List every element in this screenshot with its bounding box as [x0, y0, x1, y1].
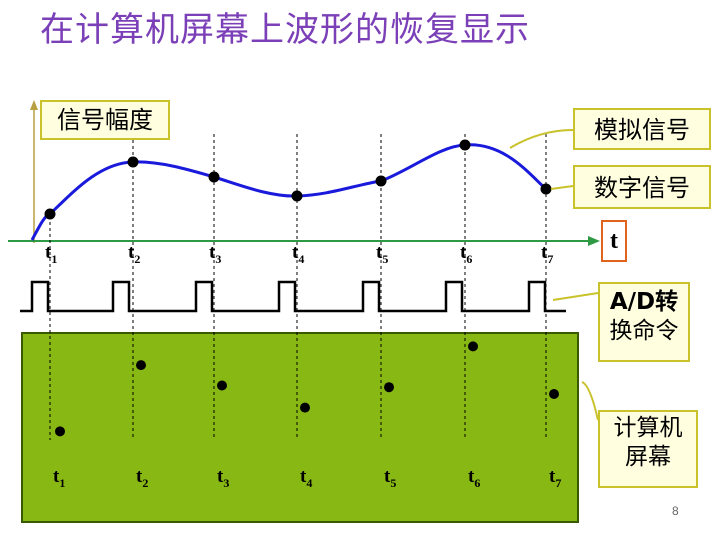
curve-sample-dot: [375, 175, 387, 187]
time-labels-screen: t1 t2 t3 t4 t5 t6 t7: [53, 466, 561, 490]
callout-digital: [550, 185, 574, 190]
curve-sample-dot: [127, 156, 139, 168]
curve-sample-dot: [291, 190, 303, 202]
screen-sample-dot: [468, 341, 478, 352]
signal-amplitude-label: 信号幅度: [40, 100, 170, 140]
callout-screen: [581, 381, 599, 421]
time-label: t2: [128, 242, 140, 266]
analog-signal-curve: [30, 143, 547, 241]
time-label: t3: [217, 466, 229, 490]
time-label: t5: [376, 242, 388, 266]
screen-sample-dot: [217, 380, 227, 391]
page-title: 在计算机屏幕上波形的恢复显示: [40, 10, 530, 50]
computer-screen-label: 计算机 屏幕: [598, 410, 698, 488]
time-axis-label: t: [601, 220, 627, 262]
time-label: t6: [460, 242, 472, 266]
time-label: t5: [384, 466, 396, 490]
screen-sample-dot: [55, 426, 65, 437]
time-label: t7: [541, 242, 553, 266]
ad-command-label: A/D转 换命令: [598, 282, 690, 362]
time-label: t3: [209, 242, 221, 266]
time-label: t1: [45, 242, 57, 266]
screen-sample-dot: [549, 389, 559, 399]
computer-screen-line-2: 屏幕: [625, 443, 671, 470]
time-label: t4: [292, 242, 304, 266]
time-label: t4: [300, 466, 312, 490]
curve-sample-dot: [540, 183, 552, 195]
ad-pulse-train: [20, 280, 566, 313]
time-label: t1: [53, 466, 65, 490]
callout-ad: [552, 292, 599, 301]
curve-sample-dot: [208, 171, 220, 183]
time-label: t6: [468, 466, 480, 490]
screen-sample-dot: [300, 402, 310, 413]
computer-screen-line-1: 计算机: [613, 415, 683, 441]
time-label: t7: [549, 466, 561, 490]
digital-sample-points: [44, 139, 552, 220]
callout-analog: [509, 129, 574, 149]
time-labels-axis: t1 t2 t3 t4 t5 t6 t7: [45, 242, 553, 266]
curve-sample-dot: [44, 208, 56, 220]
time-label: t2: [136, 466, 148, 490]
curve-sample-dot: [459, 139, 471, 151]
page-number: 8: [672, 504, 679, 518]
analog-signal-label: 模拟信号: [573, 108, 711, 150]
digital-signal-label: 数字信号: [573, 165, 711, 209]
screen-sample-dot: [384, 382, 394, 393]
ad-command-line-2: 换命令: [609, 317, 679, 344]
amplitude-axis-arrow-icon: [30, 100, 38, 110]
computer-screen: [21, 332, 579, 523]
ad-command-line-1: A/D转: [609, 289, 679, 315]
time-axis-arrow-icon: [588, 236, 600, 246]
screen-sample-points: [55, 341, 559, 437]
screen-sample-dot: [136, 360, 146, 371]
